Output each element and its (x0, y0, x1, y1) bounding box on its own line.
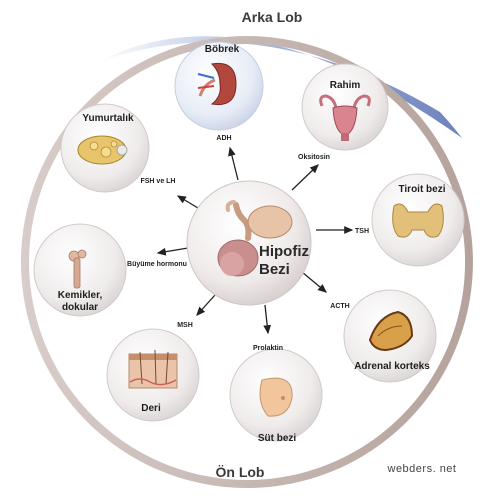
breast-label: Süt bezi (258, 433, 297, 444)
kidney-icon (197, 62, 237, 106)
arrow-oxytocin (291, 164, 319, 191)
posterior-lobe-band (98, 36, 462, 138)
hormone-oxytocin: Oksitosin (298, 154, 330, 161)
kidney-node: Böbrek (174, 41, 264, 131)
breast-icon (259, 377, 293, 417)
hormone-adh: ADH (216, 135, 231, 142)
adrenal-icon (368, 310, 414, 352)
pituitary-title-line1: Hipofiz (259, 243, 309, 260)
hormone-prolactin: Prolaktin (253, 345, 283, 352)
hormone-tsh: TSH (355, 228, 369, 235)
bone-icon (68, 249, 87, 289)
breast-node: Süt bezi (229, 348, 323, 444)
hormone-growth: Büyüme hormonu (127, 261, 187, 268)
adrenal-label: Adrenal korteks (354, 361, 430, 372)
ovary-node: Yumurtalık (60, 103, 150, 193)
kidney-label: Böbrek (205, 44, 240, 55)
uterus-node: Rahim (301, 63, 389, 151)
arrow-acth (301, 271, 327, 293)
hormone-arrows (156, 146, 354, 335)
hormone-fsh-lh: FSH ve LH (140, 178, 175, 185)
bones-label-line1: Kemikler, (58, 290, 103, 301)
hormone-msh: MSH (177, 322, 193, 329)
thyroid-node: Tiroit bezi (371, 173, 465, 267)
anterior-lobe-label: Ön Lob (216, 464, 265, 480)
uterus-label: Rahim (330, 80, 361, 91)
ovary-icon (77, 135, 128, 165)
adrenal-node: Adrenal korteks (343, 289, 437, 383)
bones-label-line2: dokular (62, 302, 98, 313)
arrow-msh (196, 294, 216, 316)
pituitary-title-line2: Bezi (259, 261, 290, 278)
skin-label: Deri (141, 403, 161, 414)
ovary-label: Yumurtalık (82, 113, 134, 124)
thyroid-label: Tiroit bezi (398, 184, 445, 195)
arrow-prolactin (263, 304, 272, 335)
watermark: webders. net (387, 463, 457, 475)
pituitary-gland-icon (217, 200, 293, 277)
arrow-growth (156, 247, 189, 256)
skin-icon (128, 349, 178, 389)
pituitary-node: Hipofiz Bezi (186, 180, 312, 306)
posterior-lobe-label: Arka Lob (242, 9, 303, 25)
uterus-icon (319, 94, 371, 141)
skin-node: Deri (106, 328, 200, 422)
arrow-adh (228, 146, 239, 181)
hormone-acth: ACTH (330, 303, 349, 310)
thyroid-icon (392, 203, 444, 238)
bones-node: Kemikler, dokular (33, 223, 127, 317)
arrow-fsh-lh (176, 195, 199, 209)
